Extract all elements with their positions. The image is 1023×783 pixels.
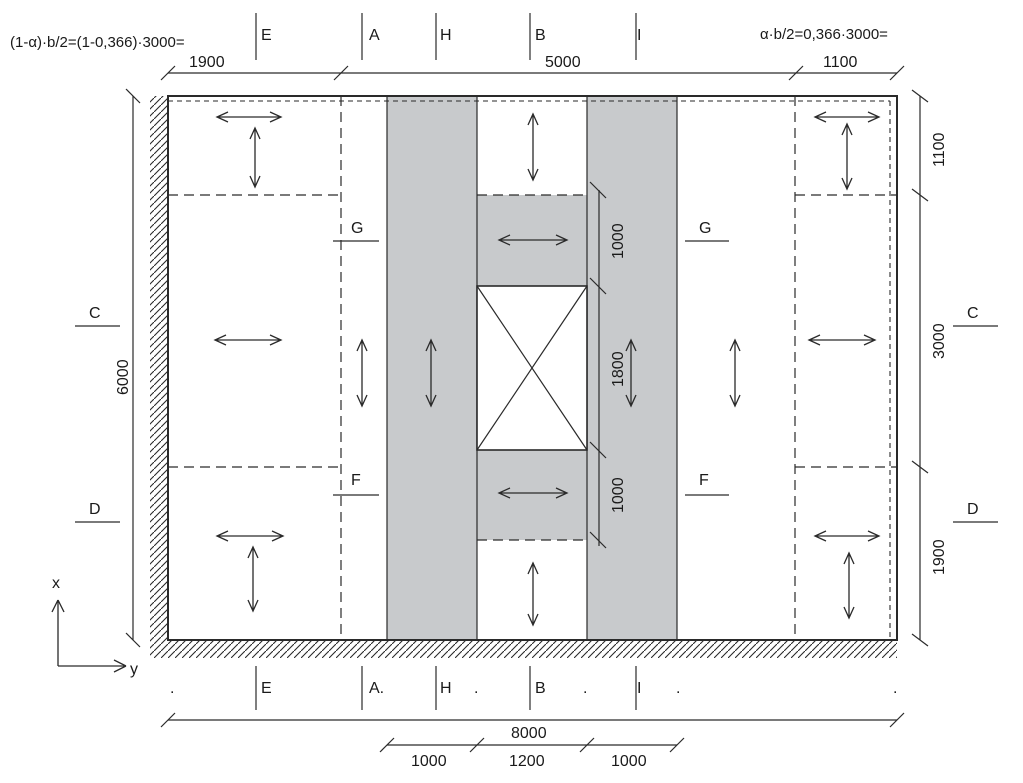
double-arrow-14 (813, 111, 881, 123)
left-support-hatch (150, 96, 168, 640)
section-marker-F-left: F (333, 472, 379, 496)
double-arrow-16 (807, 334, 877, 346)
right-dimension-line: 1100 3000 1900 (911, 89, 948, 647)
section-label-H-top: H (440, 27, 452, 44)
dim-right-1900: 1900 (931, 539, 948, 575)
section-marker-D-right: D (953, 501, 998, 523)
double-arrow-12 (625, 338, 637, 408)
dim-strip-1000-right: 1000 (611, 753, 647, 770)
bottom-strip-dimension-line: 1000 1200 1000 (379, 737, 685, 770)
section-marker-I-bottom: I (635, 666, 641, 710)
section-marker-G-left: G (333, 220, 379, 242)
axis-label-x: x (52, 575, 60, 592)
section-label-E-top: E (261, 27, 272, 44)
section-marker-D-left: D (75, 501, 120, 523)
section-label-C-left: C (89, 305, 101, 322)
section-marker-I-top: I (635, 13, 641, 60)
dot-3: . (583, 680, 587, 697)
section-marker-G-right: G (685, 220, 729, 242)
bottom-dimension-line: 8000 (160, 712, 905, 742)
dim-top-1100: 1100 (823, 54, 858, 71)
section-marker-C-left: C (75, 305, 120, 327)
dim-bottom-8000: 8000 (511, 725, 547, 742)
double-arrow-11 (527, 561, 539, 627)
section-marker-H-top: H (435, 13, 452, 60)
section-label-I-top: I (637, 27, 641, 44)
double-arrow-2 (249, 126, 261, 189)
double-arrow-6 (356, 338, 368, 408)
left-dimension-line: 6000 (115, 88, 141, 648)
section-marker-B-top: B (529, 13, 546, 60)
double-arrow-13 (729, 338, 741, 408)
slab-outline (167, 95, 898, 641)
dim-opening-1800: 1800 (610, 351, 627, 387)
dim-opening-1000-top: 1000 (610, 223, 627, 259)
dim-right-3000: 3000 (931, 323, 948, 359)
dim-opening-1000-bottom: 1000 (610, 477, 627, 513)
dim-left-6000: 6000 (115, 359, 132, 395)
dot-4: . (676, 680, 680, 697)
section-label-G-left: G (351, 220, 363, 237)
dot-1: . (170, 680, 174, 697)
yield-lines (168, 96, 897, 640)
section-marker-E-bottom: E (255, 666, 272, 710)
axis-indicator: x y (51, 575, 138, 678)
bottom-dots: . . . . . (170, 680, 897, 697)
section-label-F-right: F (699, 472, 709, 489)
section-marker-C-right: C (953, 305, 998, 327)
section-marker-A-bottom: A. (361, 666, 384, 710)
bottom-support-hatch (150, 640, 897, 658)
section-label-F-left: F (351, 472, 361, 489)
section-marker-H-bottom: H (435, 666, 452, 710)
opening (476, 285, 588, 451)
section-label-A-top: A (369, 27, 380, 44)
section-marker-F-right: F (685, 472, 729, 496)
dim-strip-1000-left: 1000 (411, 753, 447, 770)
strip-left (387, 96, 477, 640)
double-arrow-1 (215, 111, 283, 123)
double-arrow-15 (841, 122, 853, 191)
opening-dimension-line: 1000 1800 1000 (589, 181, 627, 549)
double-arrow-3 (213, 334, 283, 346)
section-label-D-left: D (89, 501, 101, 518)
section-label-E-bottom: E (261, 680, 272, 697)
double-arrow-9 (497, 234, 569, 246)
span-direction-arrows (213, 111, 881, 627)
dim-strip-1200: 1200 (509, 753, 545, 770)
axis-label-y: y (130, 661, 138, 678)
double-arrow-17 (813, 530, 881, 542)
double-arrow-18 (843, 551, 855, 620)
section-label-B-bottom: B (535, 680, 546, 697)
section-marker-E-top: E (255, 13, 272, 60)
section-label-D-right: D (967, 501, 979, 518)
double-arrow-4 (215, 530, 285, 542)
dim-top-1900: 1900 (189, 54, 225, 71)
section-label-H-bottom: H (440, 680, 452, 697)
strip-right (587, 96, 677, 640)
formula-right: α·b/2=0,366·3000= (760, 26, 888, 43)
top-dimension-line: 1900 5000 1100 (160, 54, 905, 81)
double-arrow-8 (527, 112, 539, 182)
dim-right-1100: 1100 (931, 132, 948, 167)
double-arrow-7 (425, 338, 437, 408)
strip-middle-bottom (477, 450, 587, 540)
double-arrow-10 (497, 487, 569, 499)
section-marker-A-top: A (361, 13, 380, 60)
section-label-A-bottom: A. (369, 680, 384, 697)
section-marker-B-bottom: B (529, 666, 546, 710)
section-label-C-right: C (967, 305, 979, 322)
section-label-I-bottom: I (637, 680, 641, 697)
dim-top-5000: 5000 (545, 54, 581, 71)
double-arrow-5 (247, 545, 259, 613)
section-label-B-top: B (535, 27, 546, 44)
formula-left: (1-α)·b/2=(1-0,366)·3000= (10, 34, 185, 51)
dot-5: . (893, 680, 897, 697)
section-label-G-right: G (699, 220, 711, 237)
dot-2: . (474, 680, 478, 697)
